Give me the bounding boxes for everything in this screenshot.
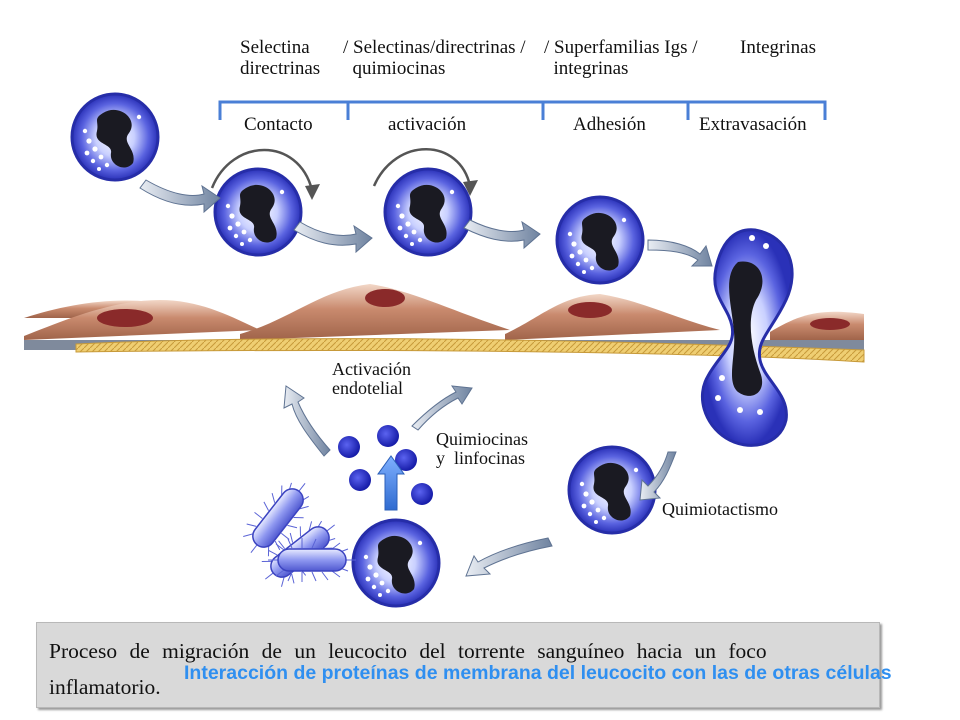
phase-bracket xyxy=(218,100,827,120)
label-activacion-endotelial: Activación endotelial xyxy=(332,359,411,398)
leukocyte-extravasating xyxy=(700,228,794,447)
label-quimiocinas-linfocinas: Quimiocinas y linfocinas xyxy=(436,429,528,468)
phase-extravasacion: Extravasación xyxy=(699,114,807,135)
bacteria-cluster xyxy=(232,469,357,598)
leukocyte-adhesion xyxy=(555,195,645,285)
leukocyte-free xyxy=(70,92,160,182)
header-selectinas-quimiocinas: / Selectinas/directrinas / quimiocinas xyxy=(343,37,526,79)
upward-arrow-icon xyxy=(377,455,405,511)
endothelium xyxy=(24,284,865,363)
header-superfamilias-integrinas: / Superfamilias Igs / integrinas xyxy=(544,37,698,79)
phase-adhesion: Adhesión xyxy=(573,114,646,135)
leukocyte-at-focus xyxy=(351,518,441,608)
leukocyte-contact xyxy=(213,167,303,257)
flow-arrows xyxy=(139,179,713,577)
header-selectina-directrinas: Selectina directrinas xyxy=(240,37,321,79)
chemokine-dots xyxy=(338,425,433,505)
header-integrinas: Integrinas xyxy=(740,37,816,58)
curved-arrow-icon xyxy=(210,148,472,191)
overlay-text: Interacción de proteínas de membrana del… xyxy=(184,662,892,684)
caption-box: Proceso de migración de un leucocito del… xyxy=(36,622,880,708)
phase-activacion: activación xyxy=(388,114,467,135)
caption-text: Proceso de migración de un leucocito del… xyxy=(49,639,767,699)
label-quimiotactismo: Quimiotactismo xyxy=(662,499,778,519)
arrowhead-icon xyxy=(305,180,478,200)
phase-contacto: Contacto xyxy=(244,114,313,135)
leukocyte-activation xyxy=(383,167,473,257)
